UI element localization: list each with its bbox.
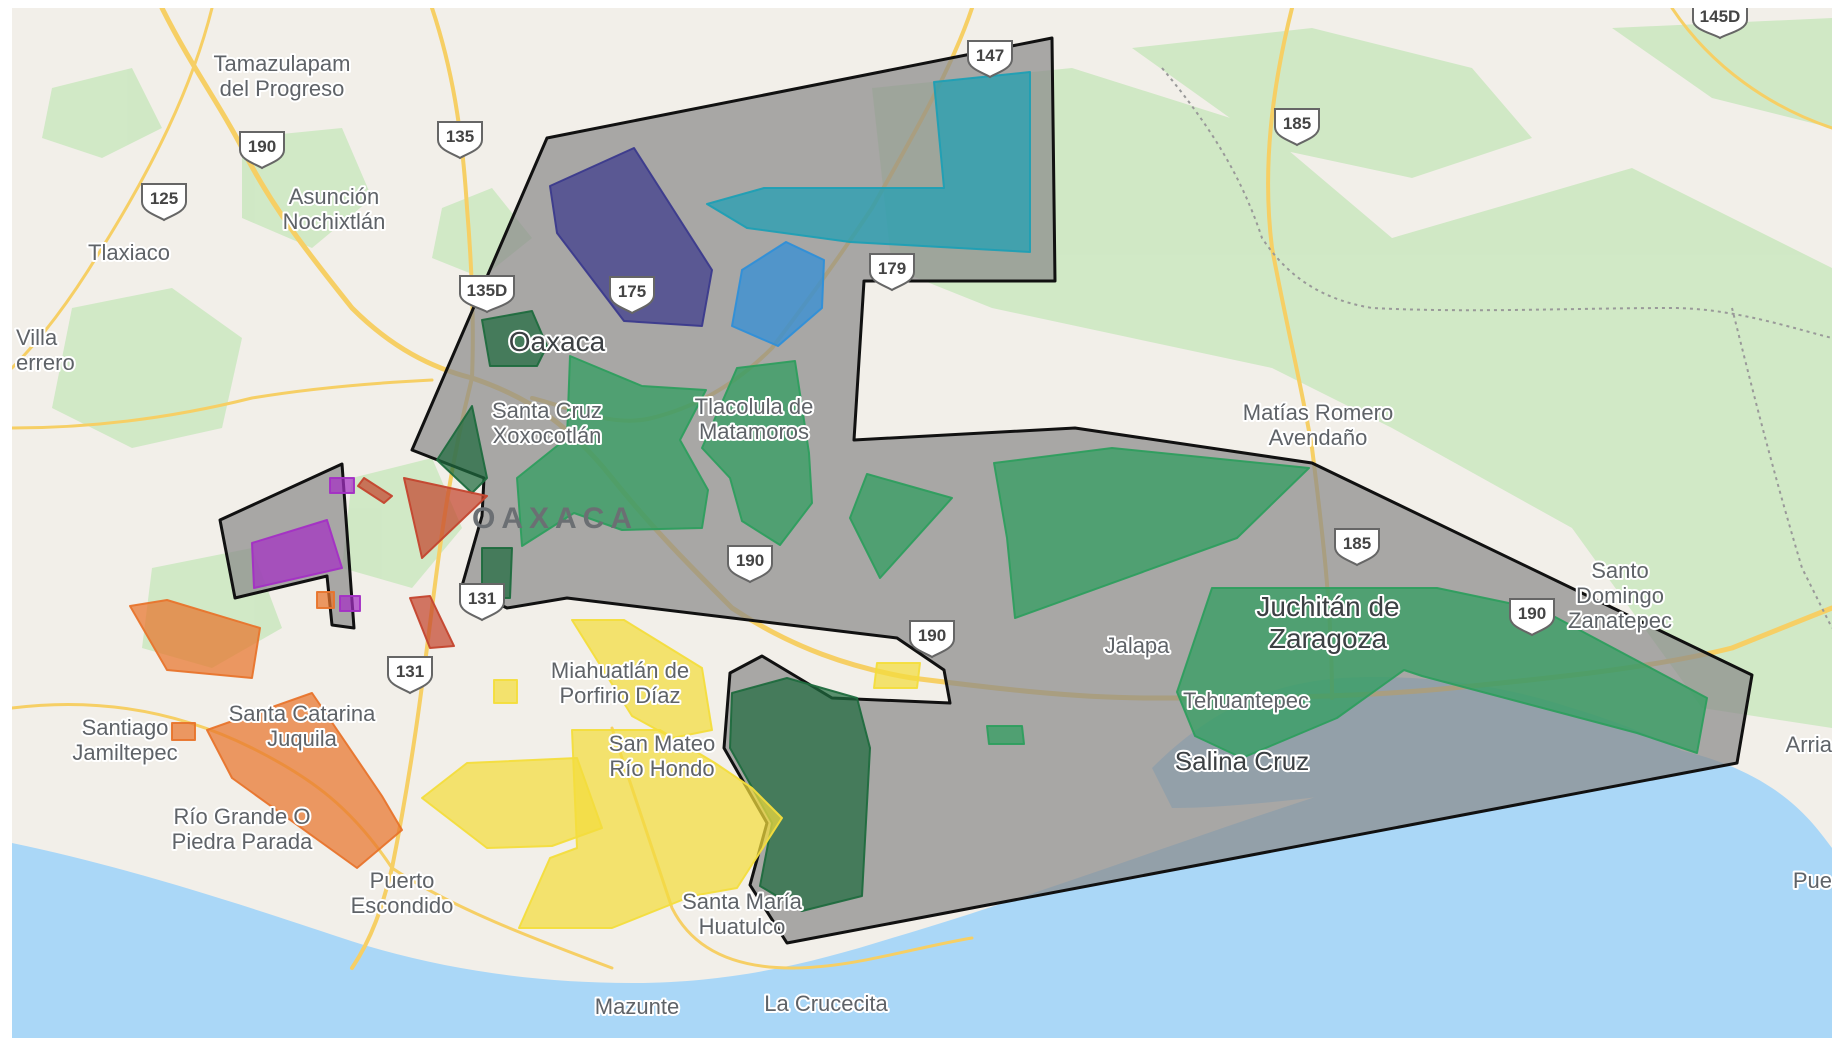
highway-number: 175 <box>618 282 646 301</box>
state-border <box>1161 67 1832 339</box>
zone-orange-a[interactable] <box>129 599 261 679</box>
zone-purple-b[interactable] <box>329 477 355 494</box>
zone-yellow-a[interactable] <box>571 619 713 739</box>
highway-number: 190 <box>736 551 764 570</box>
map-view[interactable]: OAXACA 147 185 135 190 125 135D 175 179 190 185 19… <box>12 8 1832 1038</box>
highway-number: 145D <box>1700 8 1741 26</box>
place-label-salina-cruz: Salina Cruz <box>1175 746 1309 776</box>
state-border <box>1731 307 1832 629</box>
highway-shield: 185 <box>1274 108 1320 147</box>
zone-orange-b[interactable] <box>206 692 403 869</box>
highway-number: 179 <box>878 259 906 278</box>
highway-shield: 179 <box>869 253 915 292</box>
highway-number: 125 <box>150 189 178 208</box>
highway-shield: 135 <box>437 121 483 160</box>
highway-number: 185 <box>1283 114 1311 133</box>
highway-shield: 125 <box>141 183 187 222</box>
place-label-mazunte: Mazunte <box>595 994 679 1019</box>
highway-shield: 190 <box>239 131 285 170</box>
highway-number: 131 <box>396 662 424 681</box>
zone-yellow-d[interactable] <box>493 679 518 704</box>
highway-number: 190 <box>248 137 276 156</box>
place-label-jalapa: Jalapa <box>1105 633 1171 658</box>
highway-shield: 190 <box>1509 598 1555 637</box>
zone-red-c[interactable] <box>357 477 393 504</box>
zone-yellow-c[interactable] <box>518 729 783 929</box>
state-label: OAXACA <box>472 502 638 535</box>
highway-number: 190 <box>1518 604 1546 623</box>
place-label-arria: Arria <box>1786 732 1832 757</box>
highway-shield: 131 <box>387 656 433 695</box>
highway-shield: 190 <box>909 620 955 659</box>
place-label-tehuantepec: Tehuantepec <box>1183 688 1309 713</box>
zone-dark-green-a[interactable] <box>481 310 548 367</box>
zone-orange-d[interactable] <box>316 591 335 609</box>
highway-number: 131 <box>468 589 496 608</box>
highway-shield: 131 <box>459 583 505 622</box>
zone-purple-c[interactable] <box>339 595 361 612</box>
highway-shields: 147 185 135 190 125 135D 175 179 190 185 190 131 131… <box>141 8 1748 695</box>
highway-number: 190 <box>918 626 946 645</box>
zone-green-d[interactable] <box>993 447 1310 619</box>
highway-shield: 185 <box>1334 528 1380 567</box>
zone-dark-green-d[interactable] <box>729 677 871 912</box>
zone-blue[interactable] <box>731 241 825 347</box>
zone-navy[interactable] <box>549 147 713 327</box>
highway-shield: 190 <box>727 545 773 584</box>
highway-shield: 175 <box>609 276 655 315</box>
zone-red-b[interactable] <box>409 595 455 649</box>
highway-number: 185 <box>1343 534 1371 553</box>
zone-green-b[interactable] <box>701 360 813 546</box>
highway-number: 147 <box>976 46 1004 65</box>
highway-number: 135 <box>446 127 474 146</box>
zone-orange-c[interactable] <box>171 722 196 741</box>
place-label-tlaxiaco: Tlaxiaco <box>88 240 170 265</box>
zone-yellow-e[interactable] <box>873 662 921 689</box>
zone-green-c[interactable] <box>849 473 953 579</box>
place-label-la-crucecita: La Crucecita <box>764 991 888 1016</box>
highway-number: 135D <box>467 281 508 300</box>
zone-green-f[interactable] <box>986 725 1025 745</box>
zone-red-a[interactable] <box>403 477 488 559</box>
zone-green-a[interactable] <box>516 355 709 547</box>
highway-shield: 135D <box>459 275 515 314</box>
zone-dark-green-b[interactable] <box>436 405 488 494</box>
place-label-pue: Pue <box>1793 868 1832 893</box>
zone-teal[interactable] <box>706 71 1031 253</box>
highway-shield: 147 <box>967 40 1013 79</box>
place-label-oaxaca: Oaxaca <box>509 326 606 357</box>
zone-purple-a[interactable] <box>251 519 343 589</box>
highway-shield: 145D <box>1692 8 1748 40</box>
